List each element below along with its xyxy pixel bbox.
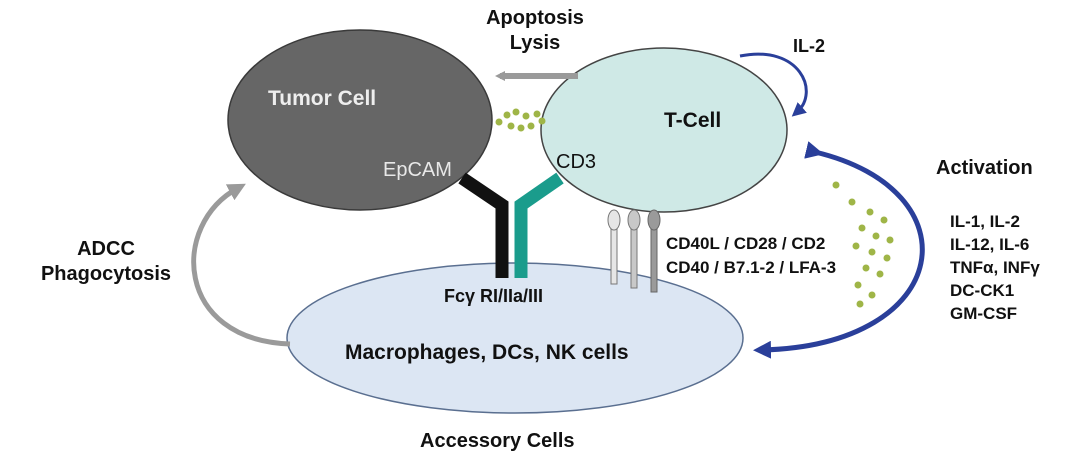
cytokine-item: TNFα, INFγ [950, 258, 1040, 277]
cd3-label: CD3 [556, 151, 597, 173]
cytokine-list: IL-1, IL-2 IL-12, IL-6 TNFα, INFγ DC-CK1… [950, 210, 1040, 325]
adcc-phagocytosis-label: ADCC Phagocytosis [36, 237, 176, 287]
t-cell [540, 47, 788, 213]
activation-label: Activation [936, 157, 1033, 179]
cytokine-item: GM-CSF [950, 304, 1018, 323]
cytokine-dots-right [832, 181, 894, 308]
cytokine-item: IL-1, IL-2 [950, 212, 1020, 231]
costim-receptors: CD40 / B7.1-2 / LFA-3 [666, 258, 837, 277]
cytokine-item: IL-12, IL-6 [950, 235, 1030, 254]
costim-receptor-3 [647, 209, 661, 293]
apoptosis-text: Apoptosis [486, 7, 584, 29]
adcc-arrow [191, 183, 291, 347]
fc-receptor-label: Fcγ RI/IIa/III [444, 286, 544, 306]
accessory-cell-types-label: Macrophages, DCs, NK cells [345, 341, 629, 364]
costimulatory-label: CD40L / CD28 / CD2 CD40 / B7.1-2 / LFA-3 [666, 232, 836, 280]
cytokine-dots-left [495, 108, 546, 132]
apoptosis-lysis-label: Apoptosis Lysis [470, 6, 600, 56]
tumor-cell [227, 29, 493, 211]
il2-label: IL-2 [793, 36, 826, 56]
activation-arrow [753, 141, 925, 359]
phagocytosis-text: Phagocytosis [40, 263, 172, 285]
accessory-cells-label: Accessory Cells [420, 430, 575, 452]
antibody-cd3-arm [514, 172, 564, 278]
lysis-text: Lysis [509, 32, 561, 54]
costim-receptor-1 [607, 209, 621, 285]
antibody-epcam-arm [458, 172, 509, 278]
il2-arrow [739, 52, 808, 117]
cytokine-item: DC-CK1 [950, 281, 1015, 300]
adcc-text: ADCC [77, 238, 135, 260]
costim-ligands: CD40L / CD28 / CD2 [666, 234, 826, 253]
costim-receptor-2 [627, 209, 641, 289]
t-cell-label: T-Cell [664, 109, 722, 132]
epcam-label: EpCAM [383, 159, 452, 181]
tumor-cell-label: Tumor Cell [268, 87, 377, 110]
